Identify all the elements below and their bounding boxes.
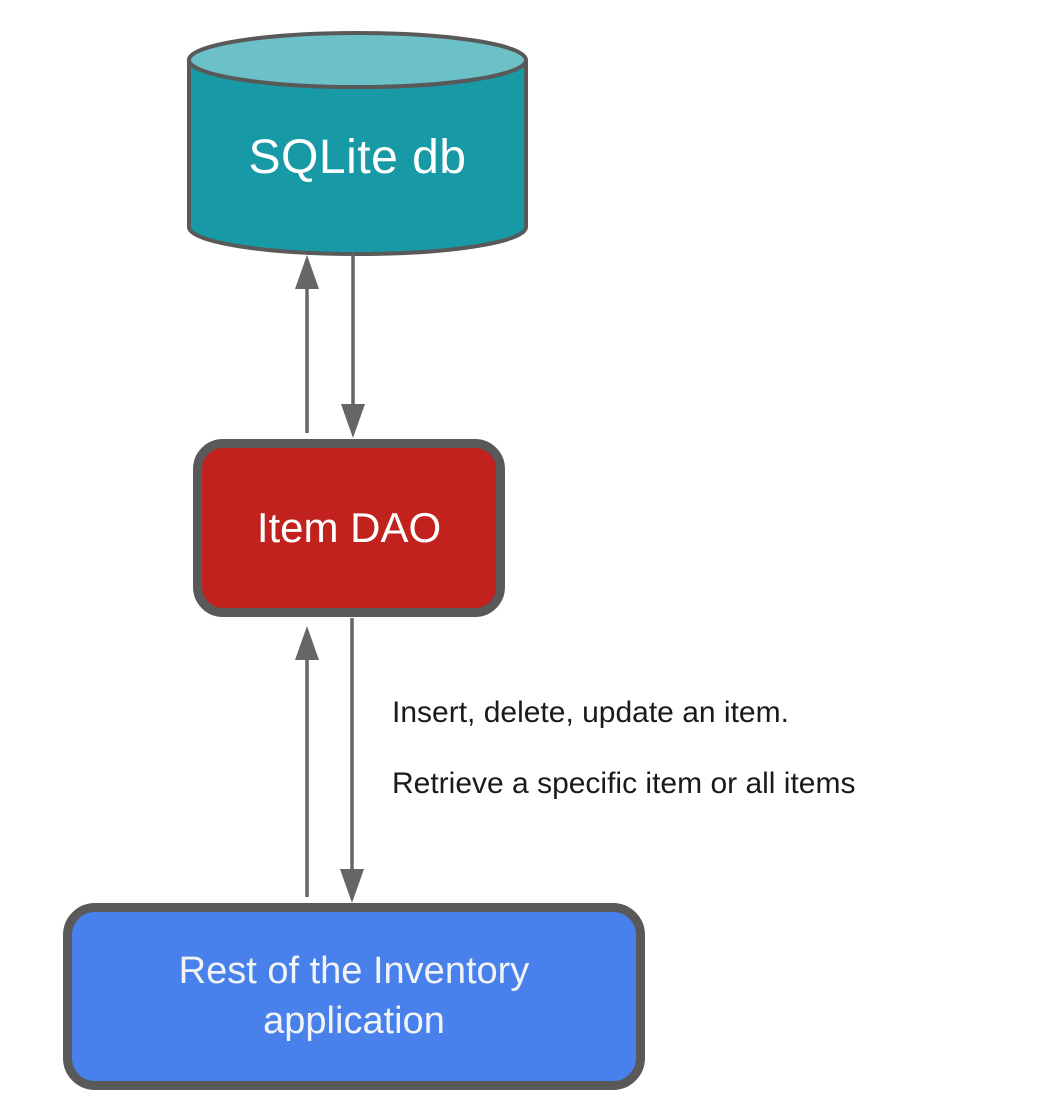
edge-annotation-line1: Insert, delete, update an item. (392, 696, 789, 729)
arrow-app-to-dao (295, 626, 319, 897)
arrow-dao-to-app (340, 618, 364, 903)
item-dao-label: Item DAO (256, 504, 442, 551)
sqlite-cylinder-shape (187, 31, 528, 256)
node-rest-app: Rest of the Inventory application (63, 903, 645, 1090)
cylinder-top (187, 31, 528, 89)
arrow-dao-to-db (295, 255, 319, 433)
node-sqlite-db: SQLite db (183, 30, 532, 260)
arrowhead-up-icon (295, 255, 319, 289)
arrow-db-to-dao (341, 253, 365, 438)
arrowhead-down-icon (341, 404, 365, 438)
arrowhead-up-icon (295, 626, 319, 660)
arrowhead-down-icon (340, 869, 364, 903)
edge-annotation-line2: Retrieve a specific item or all items (392, 767, 856, 800)
rest-app-label: Rest of the Inventory application (178, 950, 530, 1042)
sqlite-db-label: SQLite db (248, 131, 467, 184)
node-item-dao: Item DAO (193, 439, 505, 617)
